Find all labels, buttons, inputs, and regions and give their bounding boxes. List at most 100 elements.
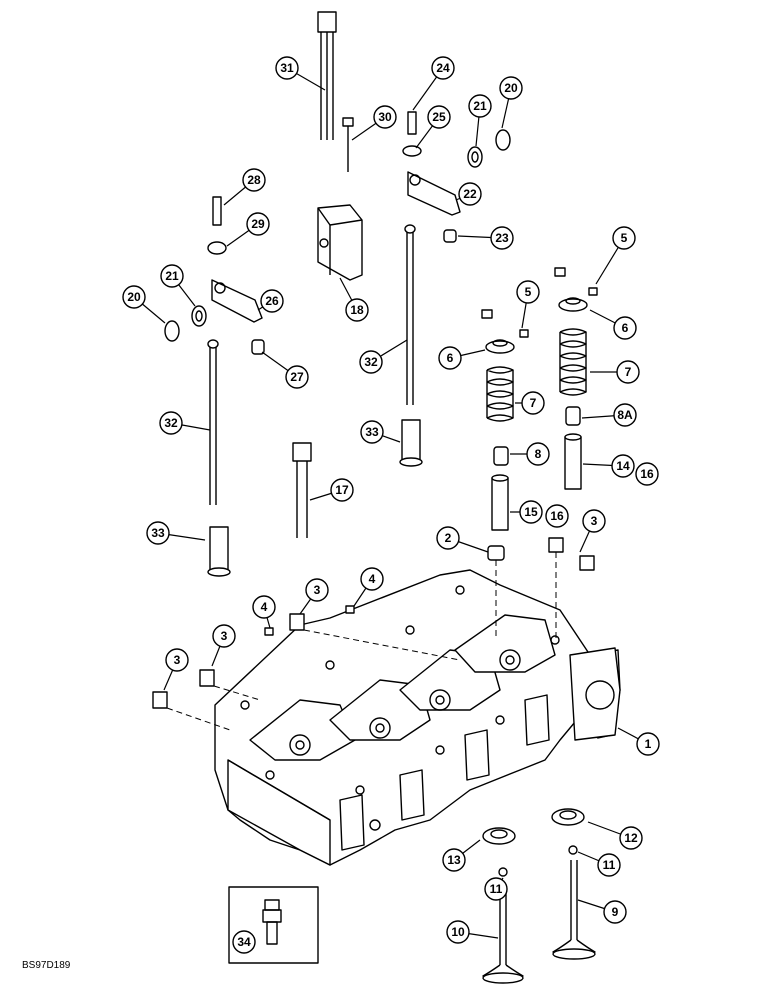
callout-9: 9 bbox=[577, 899, 627, 924]
callout-4: 4 bbox=[353, 567, 384, 607]
seal-8a bbox=[565, 406, 581, 426]
callout-circle bbox=[490, 226, 514, 250]
callout-circle bbox=[330, 478, 354, 502]
callout-number: 13 bbox=[447, 853, 461, 867]
callout-28: 28 bbox=[223, 168, 266, 206]
washer-21-right bbox=[467, 146, 483, 168]
callout-circle bbox=[146, 521, 170, 545]
callout-number: 9 bbox=[612, 905, 619, 919]
guide-15 bbox=[491, 474, 509, 531]
callout-circle bbox=[545, 504, 569, 528]
callout-circle bbox=[305, 578, 329, 602]
callout-number: 16 bbox=[640, 467, 654, 481]
callout-circle bbox=[603, 900, 627, 924]
callout-number: 4 bbox=[369, 572, 376, 586]
clip-20-right bbox=[495, 129, 511, 151]
callout-circle bbox=[442, 848, 466, 872]
callout-21: 21 bbox=[160, 264, 196, 307]
callout-number: 30 bbox=[378, 110, 392, 124]
callout-circle bbox=[597, 853, 621, 877]
dowel-4-a bbox=[345, 605, 355, 614]
callout-8: 8 bbox=[510, 442, 550, 466]
cap-2 bbox=[487, 545, 505, 561]
callout-15: 15 bbox=[510, 500, 543, 524]
callout-26: 26 bbox=[257, 289, 284, 313]
callout-circle bbox=[438, 346, 462, 370]
plug-3-c bbox=[289, 613, 305, 631]
inset-box-34 bbox=[228, 886, 319, 964]
callout-11: 11 bbox=[577, 851, 621, 877]
callout-7: 7 bbox=[590, 360, 640, 384]
callout-number: 1 bbox=[645, 737, 652, 751]
retainer-6-right bbox=[558, 297, 588, 312]
insert-13 bbox=[482, 827, 516, 845]
callout-circle bbox=[431, 56, 455, 80]
callout-circle bbox=[612, 226, 636, 250]
callout-30: 30 bbox=[351, 105, 397, 141]
guide-14 bbox=[564, 433, 582, 490]
callout-circle bbox=[160, 264, 184, 288]
retainer-6-left bbox=[485, 339, 515, 354]
callout-circle bbox=[373, 105, 397, 129]
callout-number: 12 bbox=[624, 831, 638, 845]
pushrod-32-center bbox=[404, 224, 416, 405]
callout-number: 29 bbox=[251, 217, 265, 231]
callout-21: 21 bbox=[468, 94, 492, 147]
callout-20: 20 bbox=[122, 285, 166, 324]
callout-circle bbox=[212, 624, 236, 648]
callout-34: 34 bbox=[232, 930, 256, 954]
callout-circle bbox=[122, 285, 146, 309]
parts-artwork bbox=[152, 11, 621, 984]
callout-number: 4 bbox=[261, 600, 268, 614]
callout-number: 8A bbox=[617, 408, 633, 422]
stud-30 bbox=[342, 117, 354, 172]
rocker-arm-22 bbox=[407, 171, 461, 216]
callout-circle bbox=[285, 365, 309, 389]
callout-circle bbox=[345, 298, 369, 322]
callout-number: 32 bbox=[364, 355, 378, 369]
callout-1: 1 bbox=[617, 727, 660, 756]
callout-circle bbox=[519, 500, 543, 524]
callout-circle bbox=[446, 920, 470, 944]
callout-2: 2 bbox=[436, 526, 489, 553]
callout-3: 3 bbox=[579, 509, 606, 553]
callout-circle bbox=[468, 94, 492, 118]
callout-number: 2 bbox=[445, 531, 452, 545]
callout-circle bbox=[484, 877, 508, 901]
callout-33: 33 bbox=[146, 521, 206, 545]
callout-circle bbox=[260, 289, 284, 313]
callout-number: 31 bbox=[280, 61, 294, 75]
callout-circle bbox=[636, 732, 660, 756]
callout-number: 20 bbox=[504, 81, 518, 95]
callout-number: 7 bbox=[625, 365, 632, 379]
callout-number: 34 bbox=[237, 935, 251, 949]
callout-number: 21 bbox=[165, 269, 179, 283]
callout-circle bbox=[242, 168, 266, 192]
callout-number: 6 bbox=[622, 321, 629, 335]
clip-20-left bbox=[164, 320, 180, 342]
callout-circle bbox=[427, 105, 451, 129]
callout-number: 5 bbox=[525, 285, 532, 299]
callout-29: 29 bbox=[226, 212, 270, 247]
callout-number: 21 bbox=[473, 99, 487, 113]
callout-circle bbox=[499, 76, 523, 100]
callout-circle bbox=[616, 360, 640, 384]
callout-6: 6 bbox=[438, 346, 486, 370]
callout-circle bbox=[526, 442, 550, 466]
washer-21-left bbox=[191, 305, 207, 327]
callout-12: 12 bbox=[587, 821, 643, 850]
callout-circle bbox=[635, 462, 659, 486]
callout-number: 32 bbox=[164, 416, 178, 430]
callout-circle bbox=[516, 280, 540, 304]
callout-8a: 8A bbox=[581, 403, 637, 427]
callout-number: 10 bbox=[451, 925, 465, 939]
callout-7: 7 bbox=[515, 391, 545, 415]
valve-9 bbox=[552, 860, 596, 960]
pedestal-18 bbox=[317, 204, 363, 281]
callout-number: 25 bbox=[432, 110, 446, 124]
callout-number: 7 bbox=[530, 396, 537, 410]
tappet-33-center bbox=[399, 419, 423, 467]
callout-number: 6 bbox=[447, 351, 454, 365]
figure-id: BS97D189 bbox=[22, 960, 71, 971]
callout-circle bbox=[359, 350, 383, 374]
